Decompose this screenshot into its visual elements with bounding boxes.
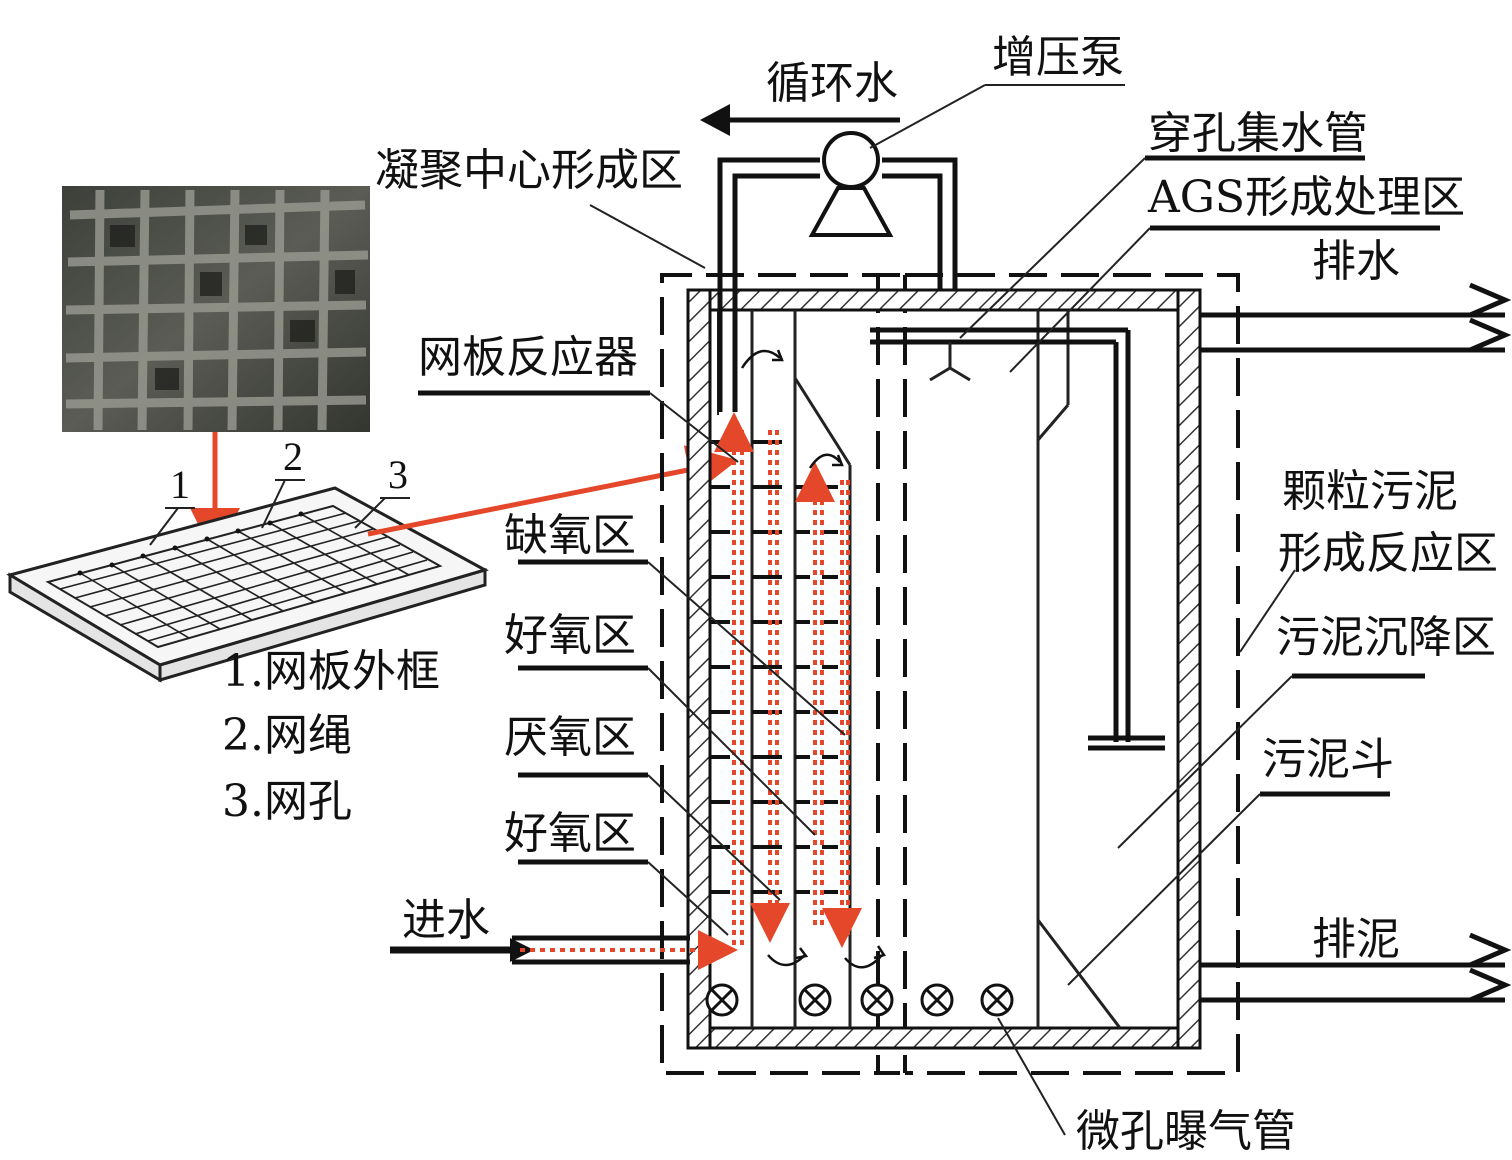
label-settling-zone: 污泥沉降区 — [1276, 612, 1496, 663]
label-drain-sludge: 排泥 — [1312, 914, 1400, 965]
mesh-legend-item-3: 3.网孔 — [222, 776, 352, 827]
mesh-plate-drawing — [6, 479, 489, 683]
perforated-collector-pipe — [870, 327, 1165, 751]
label-ags-zone: AGS形成处理区 — [1147, 172, 1465, 223]
label-perforated-pipe: 穿孔集水管 — [1148, 108, 1368, 159]
label-drain-water: 排水 — [1312, 236, 1400, 287]
label-anoxic-zone: 缺氧区 — [504, 510, 636, 561]
booster-pump-icon — [822, 131, 880, 189]
label-mesh-reactor: 网板反应器 — [418, 332, 638, 383]
label-coagulation-zone: 凝聚中心形成区 — [375, 145, 683, 196]
mesh-to-reactor-arrow — [367, 445, 738, 537]
inlet-pipe — [390, 930, 738, 970]
circulating-arrow-head — [700, 104, 730, 136]
mesh-photo-image — [62, 186, 370, 432]
label-granular-zone-line1: 颗粒污泥 — [1282, 466, 1458, 517]
label-booster-pump: 增压泵 — [992, 32, 1124, 83]
mesh-number-2: 2 — [283, 434, 303, 479]
zone-boundaries — [660, 273, 1240, 1075]
mesh-number-1: 1 — [170, 462, 190, 507]
label-circulating-water: 循环水 — [766, 58, 898, 109]
mesh-plates-in-reactor — [710, 440, 838, 894]
aeration-diffusers — [705, 983, 1014, 1017]
label-sludge-hopper: 污泥斗 — [1262, 734, 1394, 785]
flow-paths — [714, 412, 862, 948]
mesh-legend-item-2: 2.网绳 — [222, 710, 352, 761]
label-aerobic-zone-2: 好氧区 — [504, 808, 636, 859]
label-granular-zone-line2: 形成反应区 — [1278, 528, 1498, 579]
mesh-number-3: 3 — [388, 452, 408, 497]
label-aeration-pipe: 微孔曝气管 — [1076, 1106, 1296, 1157]
booster-pump-loop — [700, 104, 958, 412]
leader-lines — [418, 84, 1440, 1136]
label-anaerobic-zone: 厌氧区 — [504, 712, 636, 763]
label-inlet: 进水 — [402, 895, 490, 946]
outlet-pipes — [1200, 282, 1512, 1003]
label-aerobic-zone-1: 好氧区 — [504, 610, 636, 661]
mesh-legend-item-1: 1.网板外框 — [222, 646, 440, 697]
circulation-arrows — [740, 349, 886, 969]
